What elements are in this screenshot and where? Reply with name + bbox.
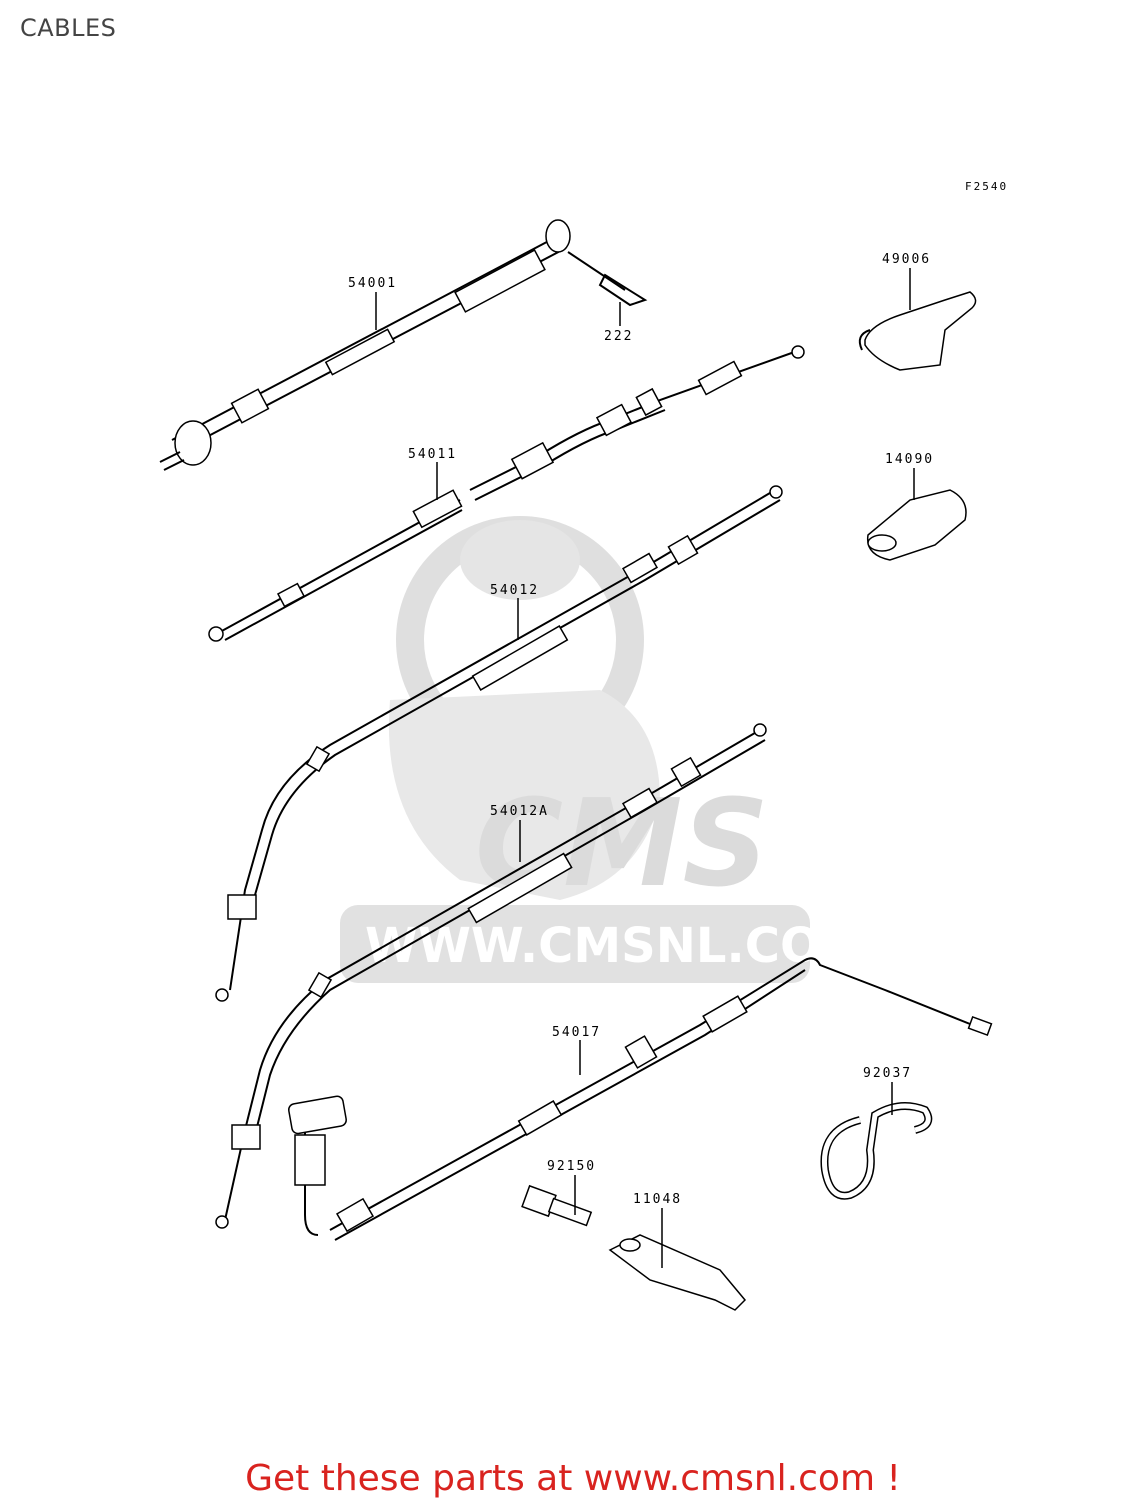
label-54012A: 54012A bbox=[490, 804, 549, 819]
part-54017-choke-cable bbox=[288, 957, 993, 1241]
label-222: 222 bbox=[604, 329, 633, 344]
part-49006-boot bbox=[858, 291, 977, 371]
watermark: CMS WWW.CMSNL.COM bbox=[340, 516, 869, 983]
part-54001-speedometer-cable bbox=[159, 219, 648, 471]
label-92037: 92037 bbox=[863, 1066, 912, 1081]
label-54001: 54001 bbox=[348, 276, 397, 291]
label-49006: 49006 bbox=[882, 252, 931, 267]
label-11048: 11048 bbox=[633, 1192, 682, 1207]
label-54012: 54012 bbox=[490, 583, 539, 598]
label-14090: 14090 bbox=[885, 452, 934, 467]
part-92150-bolt bbox=[521, 1184, 593, 1227]
figure-code: F2540 bbox=[965, 180, 1008, 193]
footer-link[interactable]: Get these parts at www.cmsnl.com ! bbox=[245, 1458, 901, 1499]
part-11048-bracket bbox=[608, 1234, 747, 1311]
watermark-url: WWW.CMSNL.COM bbox=[365, 918, 869, 974]
part-54012A-cable bbox=[215, 723, 767, 1229]
part-92037-clamp bbox=[820, 1102, 933, 1200]
part-54011-throttle-cable bbox=[208, 345, 805, 642]
page-title: CABLES bbox=[20, 14, 117, 42]
part-14090-connector bbox=[866, 489, 967, 561]
part-54012-clutch-cable bbox=[215, 485, 783, 1002]
parts-diagram: CMS WWW.CMSNL.COM F2540 54001 222 49006 bbox=[159, 180, 1008, 1311]
label-92150: 92150 bbox=[547, 1159, 596, 1174]
label-54011: 54011 bbox=[408, 447, 457, 462]
label-54017: 54017 bbox=[552, 1025, 601, 1040]
